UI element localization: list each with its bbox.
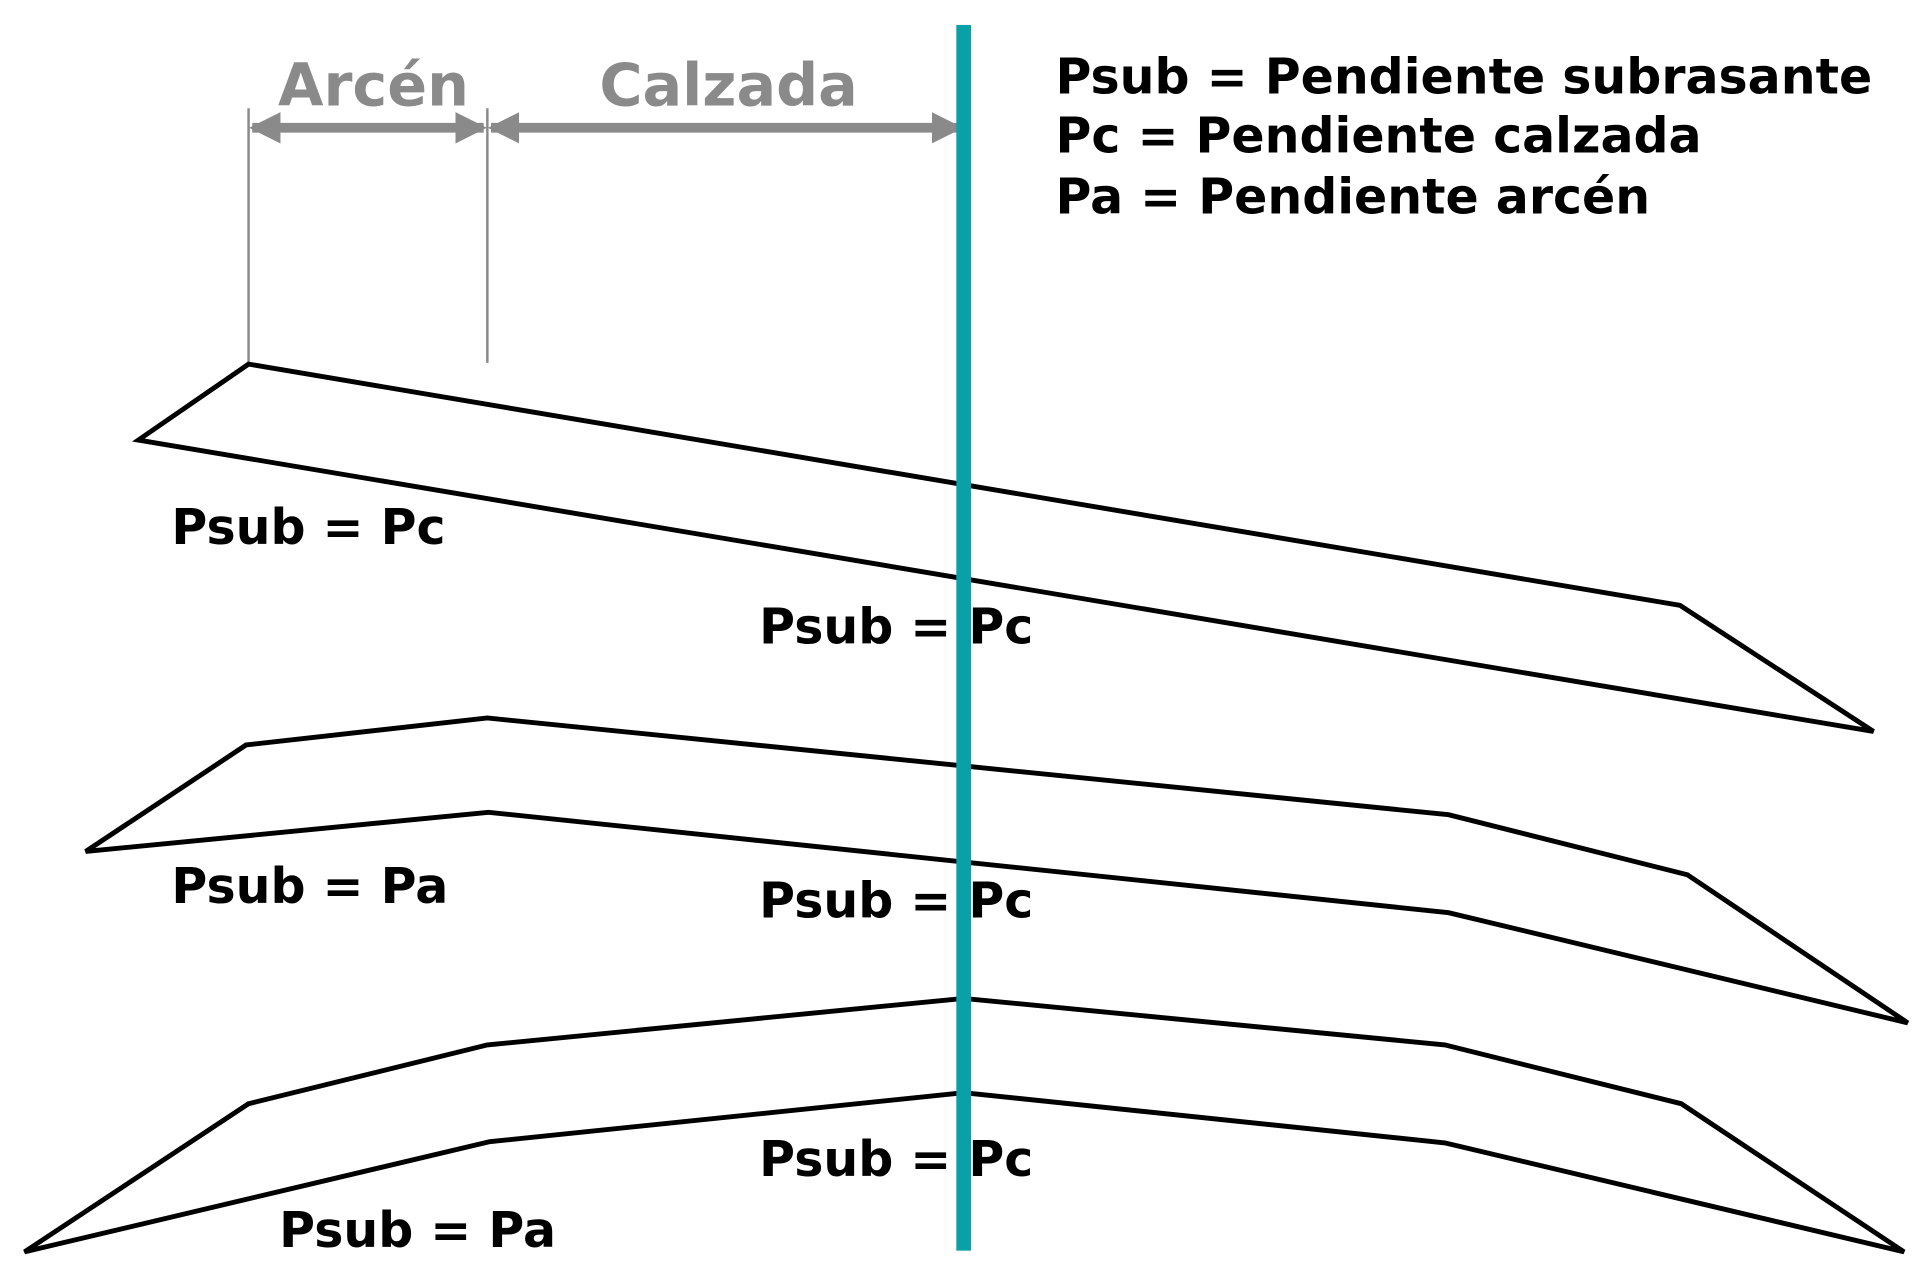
case-1-carriageway-label: Psub = Pc bbox=[759, 598, 1033, 655]
case-3-carriageway-label: Psub = Pc bbox=[759, 1131, 1033, 1188]
section-case-2 bbox=[84, 715, 1910, 1026]
case-1-shoulder-label: Psub = Pc bbox=[171, 499, 445, 556]
legend-psub: Psub = Pendiente subrasante bbox=[1056, 49, 1873, 106]
road-axis-line bbox=[956, 24, 972, 1251]
case-2-shoulder-label: Psub = Pa bbox=[171, 858, 448, 915]
shoulder-dimension-label: Arcén bbox=[278, 51, 469, 120]
section-case-1 bbox=[131, 361, 1875, 734]
carriageway-dimension-label: Calzada bbox=[599, 51, 858, 120]
case-2-carriageway-label: Psub = Pc bbox=[759, 873, 1033, 930]
case-3-shoulder-label: Psub = Pa bbox=[279, 1202, 556, 1259]
section-case-3 bbox=[23, 995, 1906, 1255]
legend-pc: Pc = Pendiente calzada bbox=[1056, 107, 1702, 164]
legend-pa: Pa = Pendiente arcén bbox=[1056, 169, 1651, 226]
